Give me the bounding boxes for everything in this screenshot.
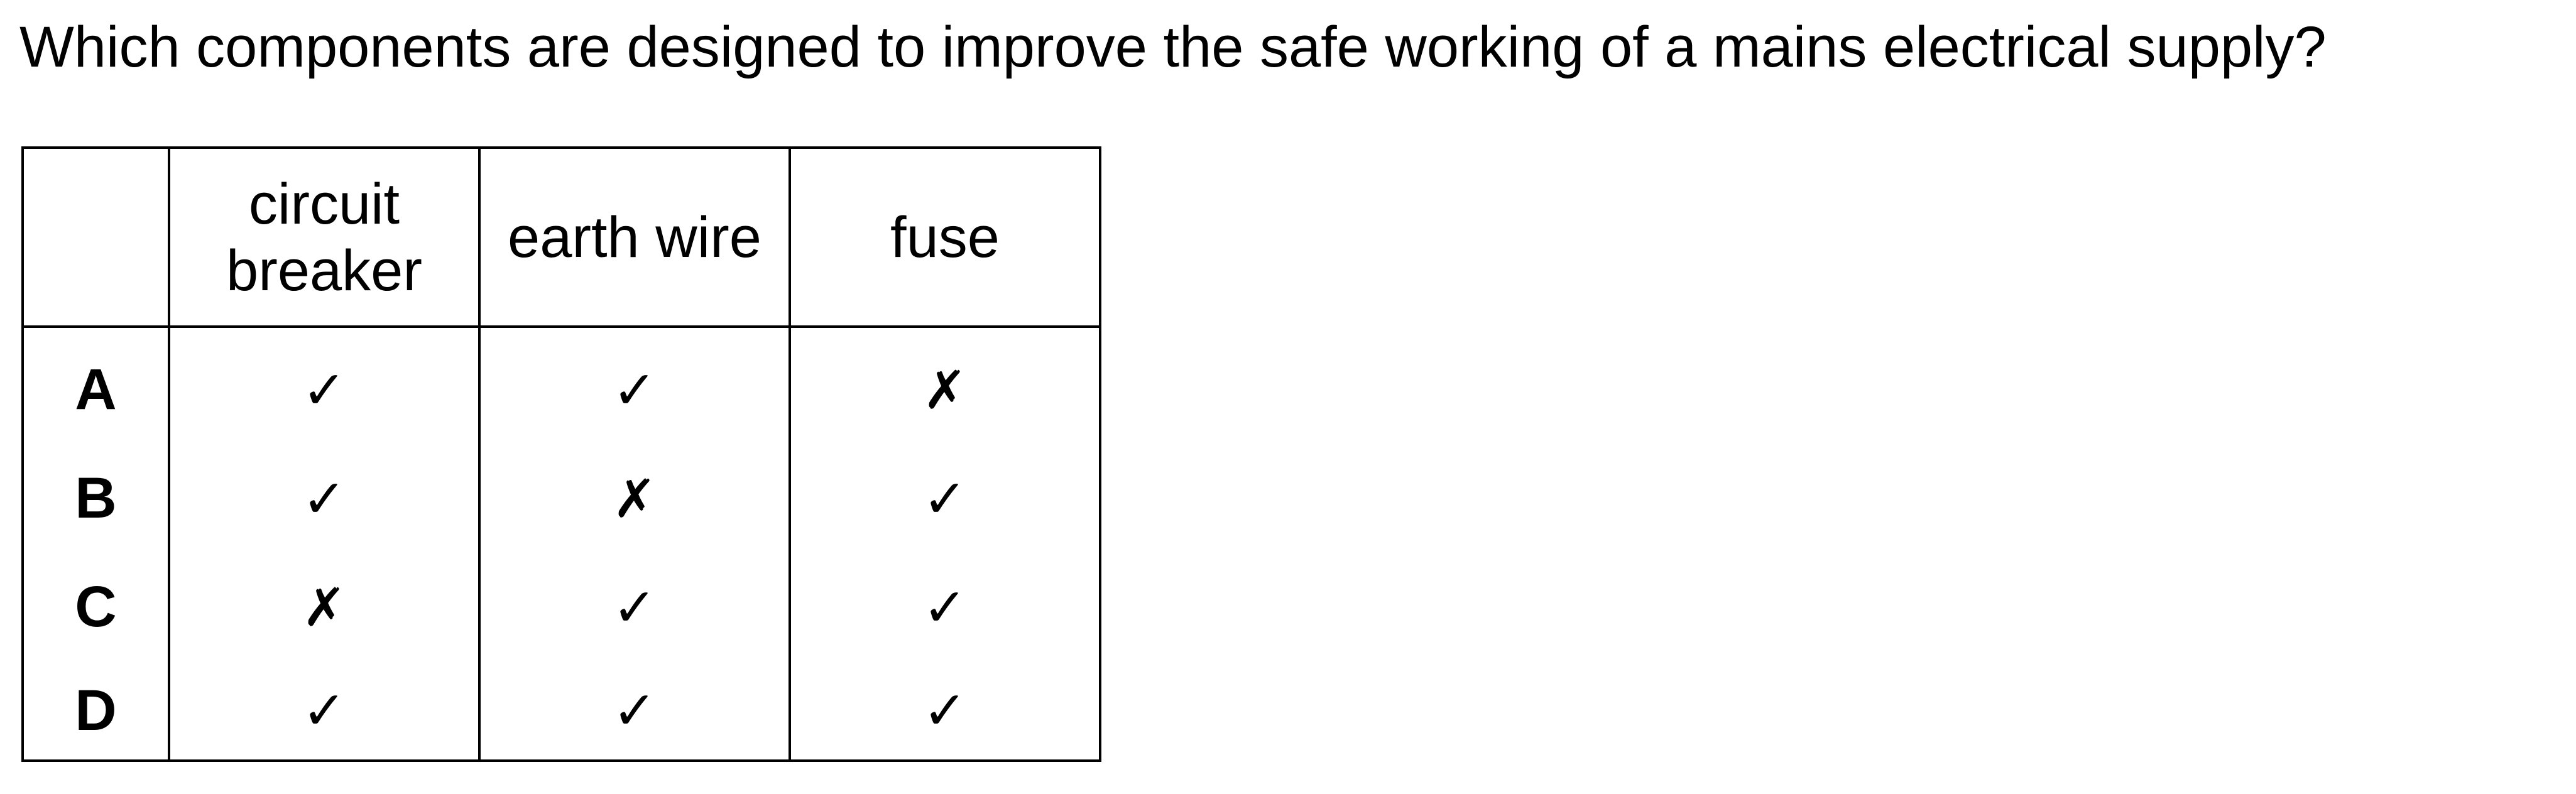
mark-cell: ✓: [168, 327, 481, 444]
mark-cell: ✓: [478, 327, 791, 444]
mark-cell: ✓: [789, 661, 1101, 762]
header-label: earth wire: [508, 205, 761, 269]
header-label: fuse: [890, 205, 1000, 269]
mark-cell: ✗: [789, 327, 1101, 444]
row-key-a: A: [21, 327, 170, 444]
row-key-b: B: [21, 444, 170, 553]
header-earth-wire: earth wire: [478, 146, 791, 328]
mark-cell: ✓: [789, 553, 1101, 661]
question-text: Which components are designed to improve…: [19, 15, 2327, 79]
table-row: A ✓ ✓ ✗: [21, 327, 1101, 444]
header-label: circuit breaker: [226, 171, 422, 303]
mark-cell: ✓: [478, 661, 791, 762]
answer-options-table: circuit breaker earth wire fuse A ✓ ✓ ✗ …: [21, 146, 1101, 762]
mark-cell: ✓: [168, 444, 481, 553]
table-header-row: circuit breaker earth wire fuse: [21, 146, 1101, 328]
mark-cell: ✓: [478, 553, 791, 661]
table-row: B ✓ ✗ ✓: [21, 444, 1101, 553]
header-circuit-breaker: circuit breaker: [168, 146, 481, 328]
mark-cell: ✗: [168, 553, 481, 661]
mark-cell: ✓: [789, 444, 1101, 553]
table-row: C ✗ ✓ ✓: [21, 553, 1101, 661]
row-key-d: D: [21, 661, 170, 762]
header-empty-cell: [21, 146, 170, 328]
mark-cell: ✗: [478, 444, 791, 553]
header-fuse: fuse: [789, 146, 1101, 328]
row-key-c: C: [21, 553, 170, 661]
mark-cell: ✓: [168, 661, 481, 762]
table-row: D ✓ ✓ ✓: [21, 661, 1101, 762]
